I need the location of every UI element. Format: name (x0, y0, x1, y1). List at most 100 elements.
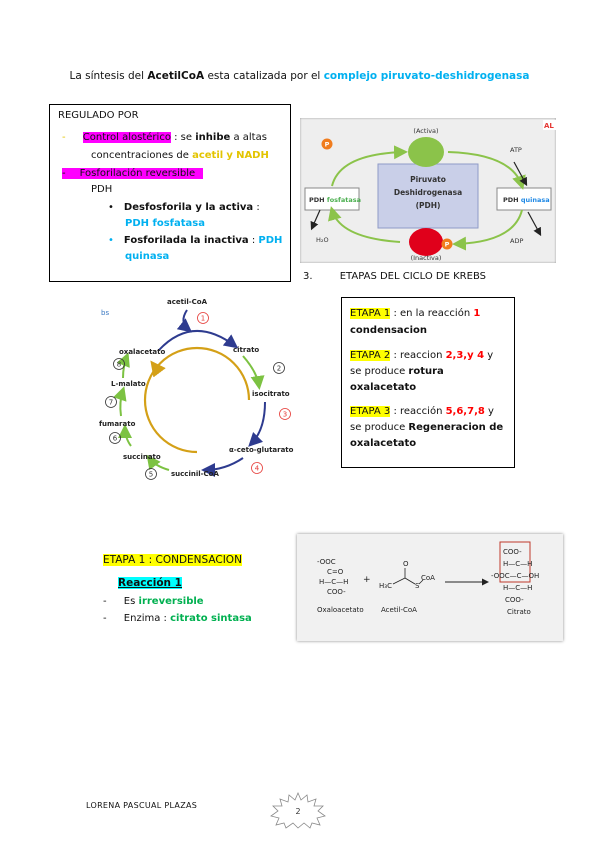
reaccion-1-label: Reacción 1 (118, 577, 182, 589)
acetil-coa-label: Acetil-CoA (381, 606, 417, 614)
text: rotura (408, 366, 444, 377)
text: 3. (303, 271, 313, 282)
text: se produce (350, 366, 406, 377)
text: Regeneracion de (408, 422, 504, 433)
pdh-center-text-1: Piruvato (410, 175, 446, 184)
text: PDH (503, 196, 519, 204)
sub-item-1-enzyme: PDH fosfatasa (125, 218, 205, 229)
text: PDH (309, 196, 325, 204)
svg-text:PDH fosfatasa: PDH fosfatasa (309, 196, 361, 204)
regulation-box: REGULADO POR - Control alostérico : se i… (49, 104, 291, 282)
step-7: 7 (105, 396, 117, 408)
text: 8 (117, 361, 121, 369)
text: Desfosforila y la activa (123, 202, 254, 213)
metabolite-succinato: succinato (123, 453, 161, 461)
citrate-synthase-reaction-figure: -OOC C=O H—C—H COO- Oxaloacetato + O H₃C… (297, 534, 563, 641)
text: H₃C (379, 582, 392, 590)
text: 2 (277, 365, 281, 373)
pdh-center-box (377, 163, 479, 229)
citrato-label: Citrato (507, 608, 531, 616)
condensacion-heading: ETAPA 1 : CONDENSACION (103, 554, 242, 566)
inactiva-label: (Inactiva) (411, 254, 442, 262)
pdh-diagram: Piruvato Deshidrogenasa (PDH) (Activa) P… (304, 120, 556, 262)
step-4: 4 (251, 462, 263, 474)
phosphate-icon-left (321, 138, 333, 150)
reversible-phosphorylation: Fosforilación reversible (79, 168, 196, 179)
arrow-aceto-succinil (201, 457, 244, 477)
regulation-item-2: -Fosforilación reversible (62, 168, 204, 179)
circle (113, 358, 125, 370)
text: 1 (473, 308, 481, 319)
line (418, 579, 424, 585)
text: CoA (421, 574, 435, 582)
text: Enzima : (123, 613, 167, 624)
metabolite-oxalacetato: oxalacetato (119, 348, 165, 356)
text: S (415, 582, 420, 590)
reaction-svg: -OOC C=O H—C—H COO- Oxaloacetato + O H₃C… (317, 541, 539, 616)
text: : en la reacción (393, 308, 471, 319)
etapa-2-line3: oxalacetato (350, 382, 417, 393)
text: AL (544, 122, 554, 130)
text: bs (101, 309, 109, 317)
dash: - (62, 132, 66, 143)
text: Reacción 1 (118, 577, 182, 589)
sub-item-2: •Fosforilada la inactiva : PDH (108, 235, 283, 246)
etapa-3-line2: se produce Regeneracion de (350, 420, 508, 436)
author-name: LORENA PASCUAL PLAZAS (86, 801, 198, 810)
metabolite-citrato: citrato (233, 346, 259, 354)
arrow-fosfatasa-to-active (331, 145, 408, 187)
krebs-cycle-diagram: bs acetil-CoA citrato isocitrato α-ceto-… (97, 292, 303, 492)
text: P (445, 241, 450, 249)
text: ETAPA 3 (350, 406, 391, 417)
arrow-iso-aceto (248, 401, 266, 447)
adp-label: ADP (510, 237, 523, 245)
text: y (488, 406, 494, 417)
intro-middle: esta catalizada por el (207, 70, 321, 82)
page-number: 2 (295, 807, 300, 816)
arrow-oxa-citrato (158, 330, 239, 351)
etapa-3-line1: ETAPA 3 : reacción 5,6,7,8 y (350, 404, 508, 420)
phosphate-icon (441, 238, 453, 250)
arrow-h2o (310, 209, 321, 231)
circle (197, 312, 209, 324)
regulation-item-1: - Control alostérico : se inhibe a altas (62, 132, 267, 143)
text: quinasa (521, 196, 550, 204)
text: ETAPA 2 (350, 350, 391, 361)
section-title-etapas: 3. ETAPAS DEL CICLO DE KREBS (303, 271, 486, 282)
text: ETAPA 1 (350, 308, 391, 319)
text: 5,6,7,8 (445, 406, 485, 417)
pdh-fosfatasa: PDH fosfatasa (125, 218, 205, 229)
bullet-irreversible: - Es irreversible (103, 596, 204, 607)
text: : se (174, 132, 193, 143)
regulation-title: REGULADO POR (58, 110, 139, 121)
pdh-center-text-3: (PDH) (416, 201, 441, 210)
text: PDH (258, 235, 283, 246)
text: C=O (327, 568, 344, 576)
text: COO- (503, 548, 522, 556)
page-number-badge: 2 (268, 791, 328, 829)
path (270, 791, 326, 829)
etapa-3-line3: oxalacetato (350, 438, 417, 449)
arrow-atp (513, 161, 528, 187)
arrow-quinasa-to-inactive (452, 209, 523, 251)
etapa-2-line2: se produce rotura (350, 364, 508, 380)
text: 7 (109, 399, 113, 407)
krebs-svg: bs acetil-CoA citrato isocitrato α-ceto-… (99, 298, 294, 480)
inactive-pdh-circle (409, 228, 443, 256)
pdh-regulation-figure: Piruvato Deshidrogenasa (PDH) (Activa) P… (300, 118, 556, 263)
circle (105, 396, 117, 408)
text: Fosforilada la inactiva (123, 235, 249, 246)
text: concentraciones de (91, 150, 189, 161)
etapa-2-line1: ETAPA 2 : reaccion 2,3,y 4 y (350, 348, 508, 364)
text: O (403, 560, 409, 568)
h2o-label: H₂O (316, 236, 329, 244)
arrow-inactive-to-fosfatasa (328, 206, 401, 243)
inhibe-term: inhibe (195, 132, 231, 143)
circle (279, 408, 291, 420)
text: -OOC—C—OH (491, 572, 539, 580)
etapa-1-line1: ETAPA 1 : en la reacción 1 (350, 306, 508, 322)
text: : (251, 235, 256, 246)
corner-tag (543, 120, 556, 130)
atp-label: ATP (510, 146, 522, 154)
circle (109, 432, 121, 444)
